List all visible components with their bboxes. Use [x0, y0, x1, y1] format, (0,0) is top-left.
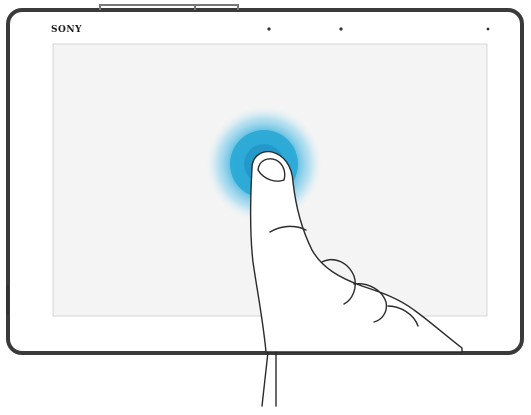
front-camera-icon [267, 27, 270, 30]
light-sensor-icon [487, 28, 490, 31]
brand-logo: SONY [51, 25, 82, 35]
sensor-icon [339, 27, 342, 30]
side-port [6, 285, 9, 315]
